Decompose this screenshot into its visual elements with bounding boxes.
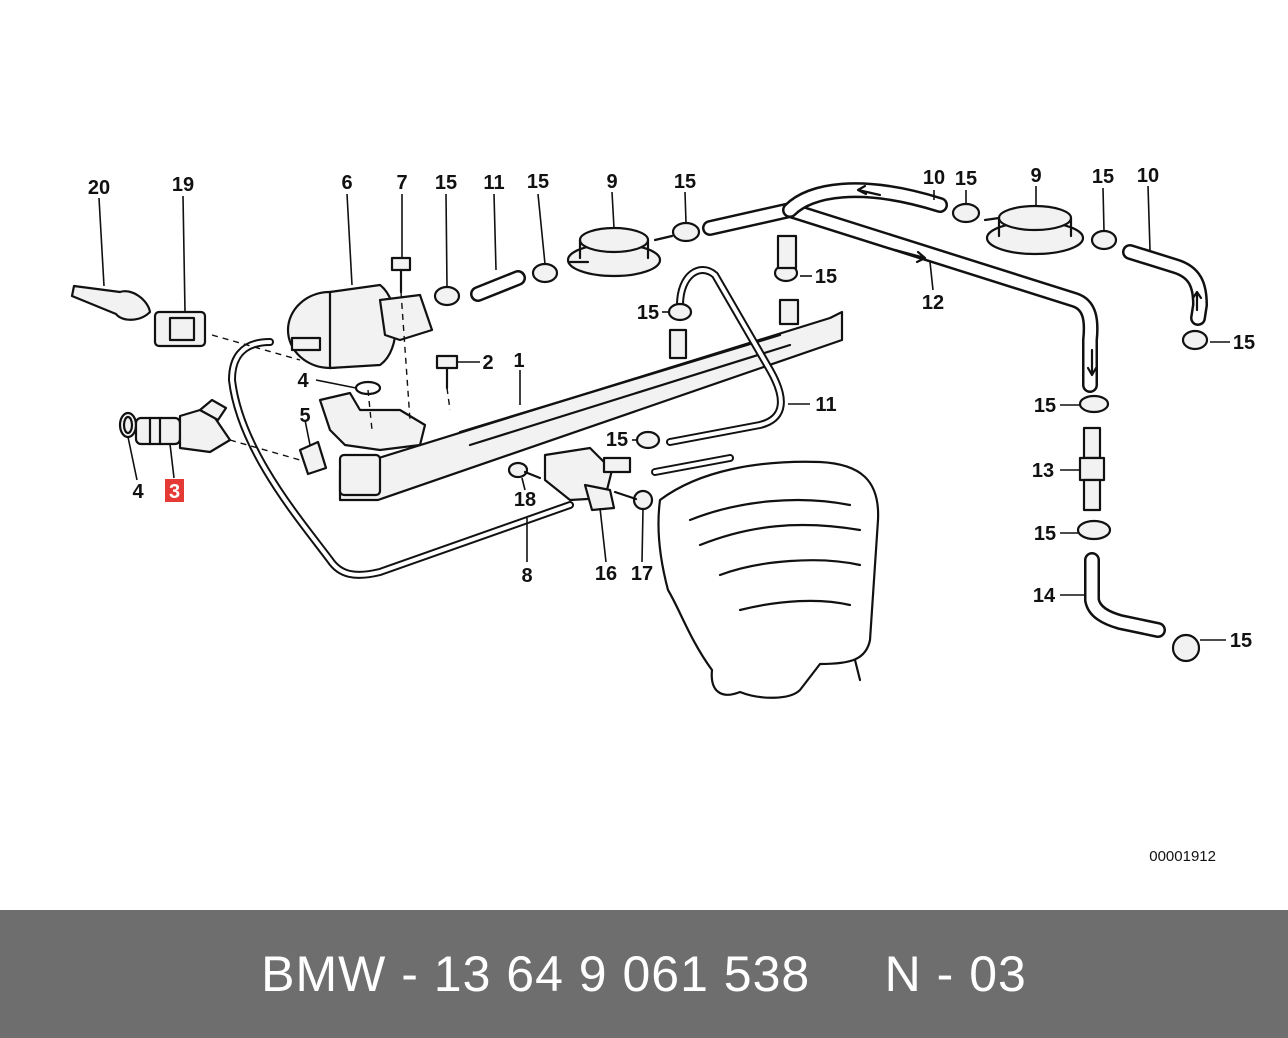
- callout-9: 9: [1030, 165, 1041, 187]
- injector-plug: [153, 310, 207, 348]
- clamp: [1090, 229, 1118, 251]
- callout-16: 16: [595, 563, 617, 585]
- callout-15: 15: [955, 168, 977, 190]
- hose-12: [702, 182, 1099, 393]
- callout-15: 15: [674, 171, 696, 193]
- callout-9: 9: [606, 171, 617, 193]
- fuel-line-8: [228, 338, 574, 579]
- connector-13: [1078, 426, 1106, 512]
- clamp: [531, 262, 559, 284]
- clamp: [667, 302, 693, 322]
- bolt-7: [390, 256, 412, 294]
- fuel-injector: [118, 398, 232, 454]
- callout-13: 13: [1032, 460, 1054, 482]
- clamp: [951, 202, 981, 224]
- clamp: [1181, 329, 1209, 351]
- callout-15: 15: [1034, 523, 1056, 545]
- callout-11: 11: [483, 172, 504, 194]
- intake-manifold-drawing: [657, 460, 880, 699]
- callout-18: 18: [514, 489, 536, 511]
- callout-15: 15: [1034, 395, 1056, 417]
- callout-15: 15: [606, 429, 628, 451]
- callout-15: 15: [435, 172, 457, 194]
- callout-15: 15: [1233, 332, 1255, 354]
- callout-6: 6: [341, 172, 352, 194]
- seal-ring-injector: [122, 415, 134, 435]
- rail-bracket: [318, 391, 427, 452]
- vacuum-damper-left: [566, 226, 674, 278]
- clamp: [433, 285, 461, 307]
- fitting-17: [613, 489, 654, 511]
- hose-14: [1084, 552, 1166, 638]
- callout-2: 2: [482, 352, 493, 374]
- bolt-18: [507, 461, 542, 480]
- clamp: [671, 221, 701, 243]
- callout-15: 15: [527, 171, 549, 193]
- bolt-2: [435, 354, 459, 390]
- callout-14: 14: [1033, 585, 1056, 607]
- callout-10: 10: [923, 167, 945, 189]
- callout-3-highlighted: 3: [169, 481, 180, 503]
- injector-cable: [70, 284, 152, 321]
- clamp: [635, 430, 661, 450]
- assembly-lines: [211, 291, 451, 461]
- callout-10: 10: [1137, 165, 1159, 187]
- sensor-16: [543, 446, 632, 512]
- hose-10-right: [1122, 244, 1208, 326]
- hose-11-loop: [666, 266, 785, 446]
- highlight-marker: [165, 479, 184, 502]
- clamp: [1076, 519, 1112, 541]
- callout-5: 5: [299, 405, 310, 427]
- callout-11: 11: [815, 394, 836, 416]
- fuel-rail: [338, 298, 844, 502]
- clamp: [1078, 394, 1110, 414]
- callout-8: 8: [521, 565, 532, 587]
- callout-17: 17: [631, 563, 653, 585]
- callout-15: 15: [1230, 630, 1252, 652]
- exploded-parts-drawing: 20 19 6 7 15 11 15 9 15 10 15 9 15 10 15…: [70, 165, 1255, 865]
- clamp: [1171, 633, 1201, 663]
- pressure-regulator: [286, 283, 434, 370]
- callout-12: 12: [922, 292, 944, 314]
- diagram-reference-number: 00001912: [1149, 848, 1216, 865]
- callout-15: 15: [1092, 166, 1114, 188]
- callout-19: 19: [172, 174, 194, 196]
- leader-lines: [98, 185, 1230, 641]
- hose-11-short: [470, 270, 526, 302]
- callout-1: 1: [513, 350, 524, 372]
- callout-7: 7: [396, 172, 407, 194]
- connector-stub: [776, 234, 798, 270]
- parts-diagram: 20 19 6 7 15 11 15 9 15 10 15 9 15 10 15…: [70, 165, 1255, 865]
- part-number-caption: BMW - 13 64 9 061 538 N - 03: [261, 946, 1027, 1002]
- callout-4: 4: [297, 370, 309, 392]
- callout-labels: 20 19 6 7 15 11 15 9 15 10 15 9 15 10 15…: [88, 165, 1255, 652]
- callout-15: 15: [815, 266, 837, 288]
- callout-15: 15: [637, 302, 659, 324]
- callout-4: 4: [132, 481, 144, 503]
- clip-5: [298, 440, 328, 476]
- caption-bar: BMW - 13 64 9 061 538 N - 03: [0, 910, 1288, 1038]
- vacuum-damper-right: [983, 204, 1085, 256]
- callout-20: 20: [88, 177, 110, 199]
